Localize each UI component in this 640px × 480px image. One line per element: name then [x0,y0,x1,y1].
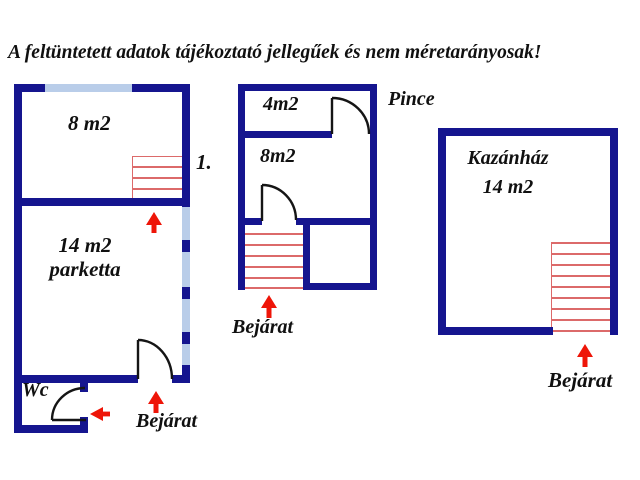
wall [370,84,377,290]
entrance-label: Bejárat [136,410,198,432]
wall [172,375,190,383]
door-arc [137,338,174,380]
stairs [551,242,611,332]
entrance-label: Bejárat [548,368,613,392]
room-floor-type-text: parketta [49,257,121,282]
door-arc [331,96,371,135]
wall-wc [14,425,88,433]
window [45,84,132,92]
entrance-label: Bejárat [232,316,294,338]
wall [296,218,377,225]
room-label-kazanhaz: Kazánház 14 m2 [452,144,564,202]
room-area-text: 14 m2 [58,233,112,257]
floor-number-label: 1. [196,150,212,174]
disclaimer-title: A feltüntetett adatok tájékoztató jelleg… [8,42,542,63]
wall [182,84,190,207]
wall [14,375,138,383]
wall [238,84,245,290]
room-label-8m2: 8 m2 [68,111,111,135]
window-mullion [182,287,190,299]
wall [438,128,446,335]
interior-arrow-up-icon [146,212,162,233]
wall-room-divider [14,198,190,206]
wall [238,84,377,91]
room-name-text: Kazánház [467,147,549,169]
wall [182,365,190,383]
stairs [245,225,303,291]
entrance-arrow-up-icon [577,344,593,367]
wall-storage [303,283,377,290]
wall [14,84,22,433]
entrance-arrow-up-icon [261,295,277,318]
room-area-text: 14 m2 [482,176,534,198]
room-label-14m2: 14 m2 parketta [40,233,130,281]
room-label-4m2: 4m2 [263,93,299,115]
wall-storage [303,218,310,290]
wall-room-divider [238,131,332,138]
wc-arrow-left-icon [90,407,110,421]
window-strip [182,207,190,365]
wall [610,128,618,335]
window-mullion [182,332,190,344]
room-label-8m2-cellar: 8m2 [260,145,296,167]
wall [438,128,618,136]
room-label-wc: Wc [22,379,49,401]
door-arc [261,183,298,221]
plan-title-pince: Pince [388,88,435,110]
window-mullion [182,240,190,252]
wall [238,218,262,225]
entrance-arrow-up-icon [148,391,164,413]
wall [438,327,553,335]
wall-wc [80,417,88,427]
door-arc [50,386,86,421]
